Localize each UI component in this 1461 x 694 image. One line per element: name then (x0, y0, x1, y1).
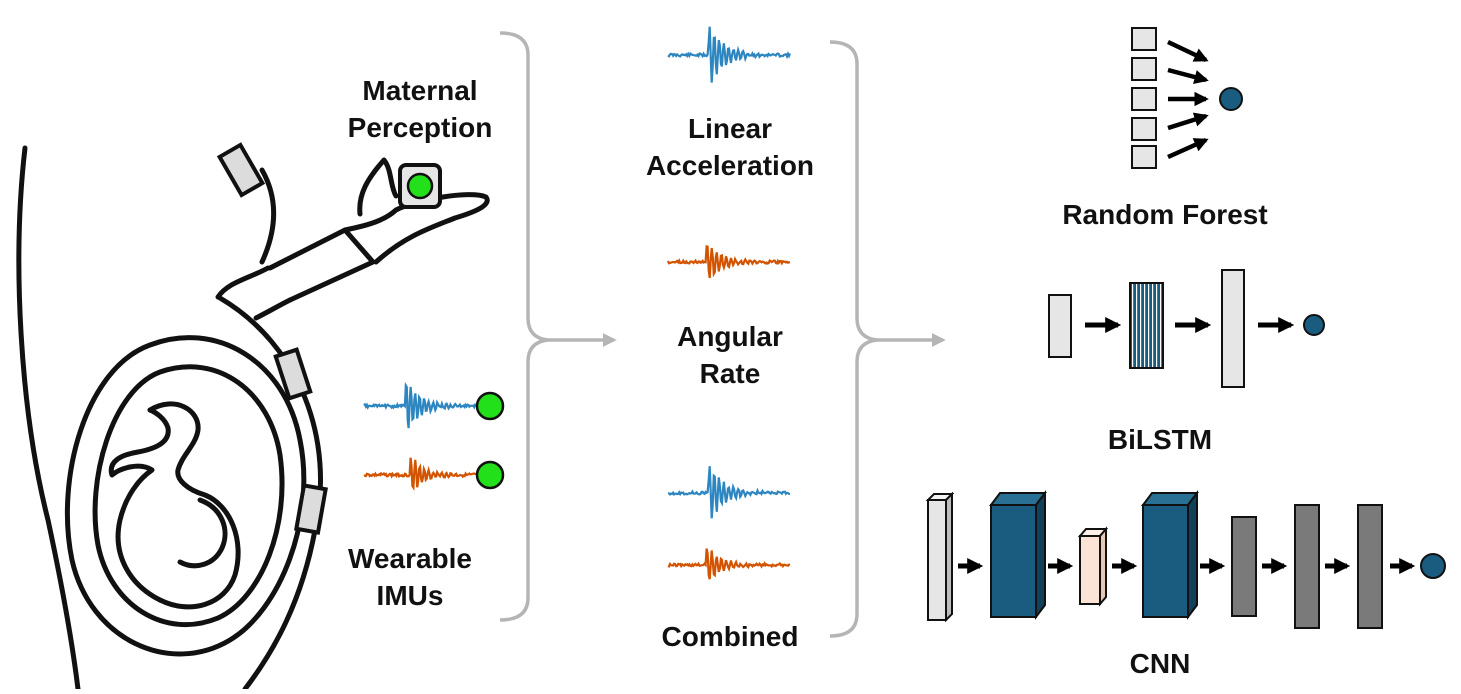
cnn-dense-layer-1 (1231, 516, 1257, 617)
cnn-conv-layer-2 (1141, 490, 1199, 620)
upper-arm (259, 167, 276, 265)
bilstm-lstm-layer (1129, 282, 1164, 369)
left-bracket (499, 31, 617, 622)
angular-label-line1: Angular (677, 321, 783, 352)
forearm-lower (253, 297, 293, 321)
fetus-body (108, 407, 171, 603)
cnn-dense-layer-2 (1294, 504, 1320, 629)
wearable-label-line2: IMUs (376, 580, 444, 611)
uterus-inner (92, 364, 285, 628)
angular-label-line2: Rate (699, 358, 761, 389)
maternal-label: Maternal Perception (330, 72, 510, 146)
sensor-belly-1 (273, 347, 313, 401)
cnn-output-node (1420, 553, 1446, 579)
maternal-label-line2: Perception (347, 112, 493, 143)
rf-feature-box (1131, 117, 1157, 141)
rf-arrow (1167, 67, 1209, 85)
rf-feature-box (1131, 27, 1157, 51)
imu-angular-signal (363, 457, 479, 491)
rf-feature-box (1131, 145, 1157, 169)
bilstm-diagram (1048, 269, 1325, 388)
bilstm-output-node (1303, 314, 1325, 336)
back-outline (16, 145, 81, 692)
cnn-input-layer (925, 491, 955, 623)
random-forest-label: Random Forest (1062, 199, 1268, 230)
maternal-label-line1: Maternal (362, 75, 478, 106)
sensor-arm (216, 142, 266, 198)
maternal-button (398, 163, 442, 209)
random-forest-diagram (1131, 27, 1243, 169)
imu-signal-samples (363, 381, 505, 491)
linear-acceleration-label: Linear Acceleration (620, 110, 840, 184)
shoulder-outline (215, 265, 271, 300)
combined-linear-signal (667, 466, 791, 519)
rf-feature-box (1131, 87, 1157, 111)
bilstm-input-layer (1048, 294, 1072, 358)
wearable-label: Wearable IMUs (330, 540, 490, 614)
bilstm-dense-layer (1221, 269, 1245, 388)
sensor-belly-2 (294, 483, 328, 535)
fetus-limb (177, 497, 228, 569)
hand (342, 192, 490, 265)
forearm-upper (267, 227, 376, 303)
angular-rate-label: Angular Rate (620, 318, 840, 392)
pregnant-body-illustration (16, 145, 490, 692)
cnn-pool-layer (1077, 526, 1109, 607)
wearable-sensors (216, 142, 328, 535)
linear-label-line2: Acceleration (645, 150, 815, 181)
angular-rate-signal (666, 245, 791, 279)
cnn-label: CNN (1129, 648, 1191, 679)
fetus-head (147, 401, 241, 610)
signal-panels (666, 26, 792, 580)
imu-linear-indicator (475, 391, 505, 421)
rf-feature-box (1131, 57, 1157, 81)
wearable-label-line1: Wearable (348, 543, 472, 574)
combined-angular-signal (667, 548, 791, 580)
uterus-outer (64, 335, 307, 657)
linear-acceleration-signal (667, 26, 792, 83)
cnn-dense-layer-3 (1357, 504, 1383, 629)
cnn-diagram (925, 490, 1446, 629)
thumb (357, 157, 399, 217)
combined-label: Combined (661, 621, 799, 652)
imu-linear-signal (363, 381, 480, 429)
right-bracket (829, 40, 946, 638)
bilstm-label: BiLSTM (1107, 424, 1213, 455)
imu-angular-indicator (475, 460, 505, 490)
rf-arrow (1167, 137, 1209, 160)
rf-output-node (1219, 87, 1243, 111)
rf-arrow (1167, 39, 1209, 63)
cnn-conv-layer-1 (989, 490, 1047, 620)
linear-label-line1: Linear (687, 113, 773, 144)
rf-arrow (1167, 112, 1209, 131)
